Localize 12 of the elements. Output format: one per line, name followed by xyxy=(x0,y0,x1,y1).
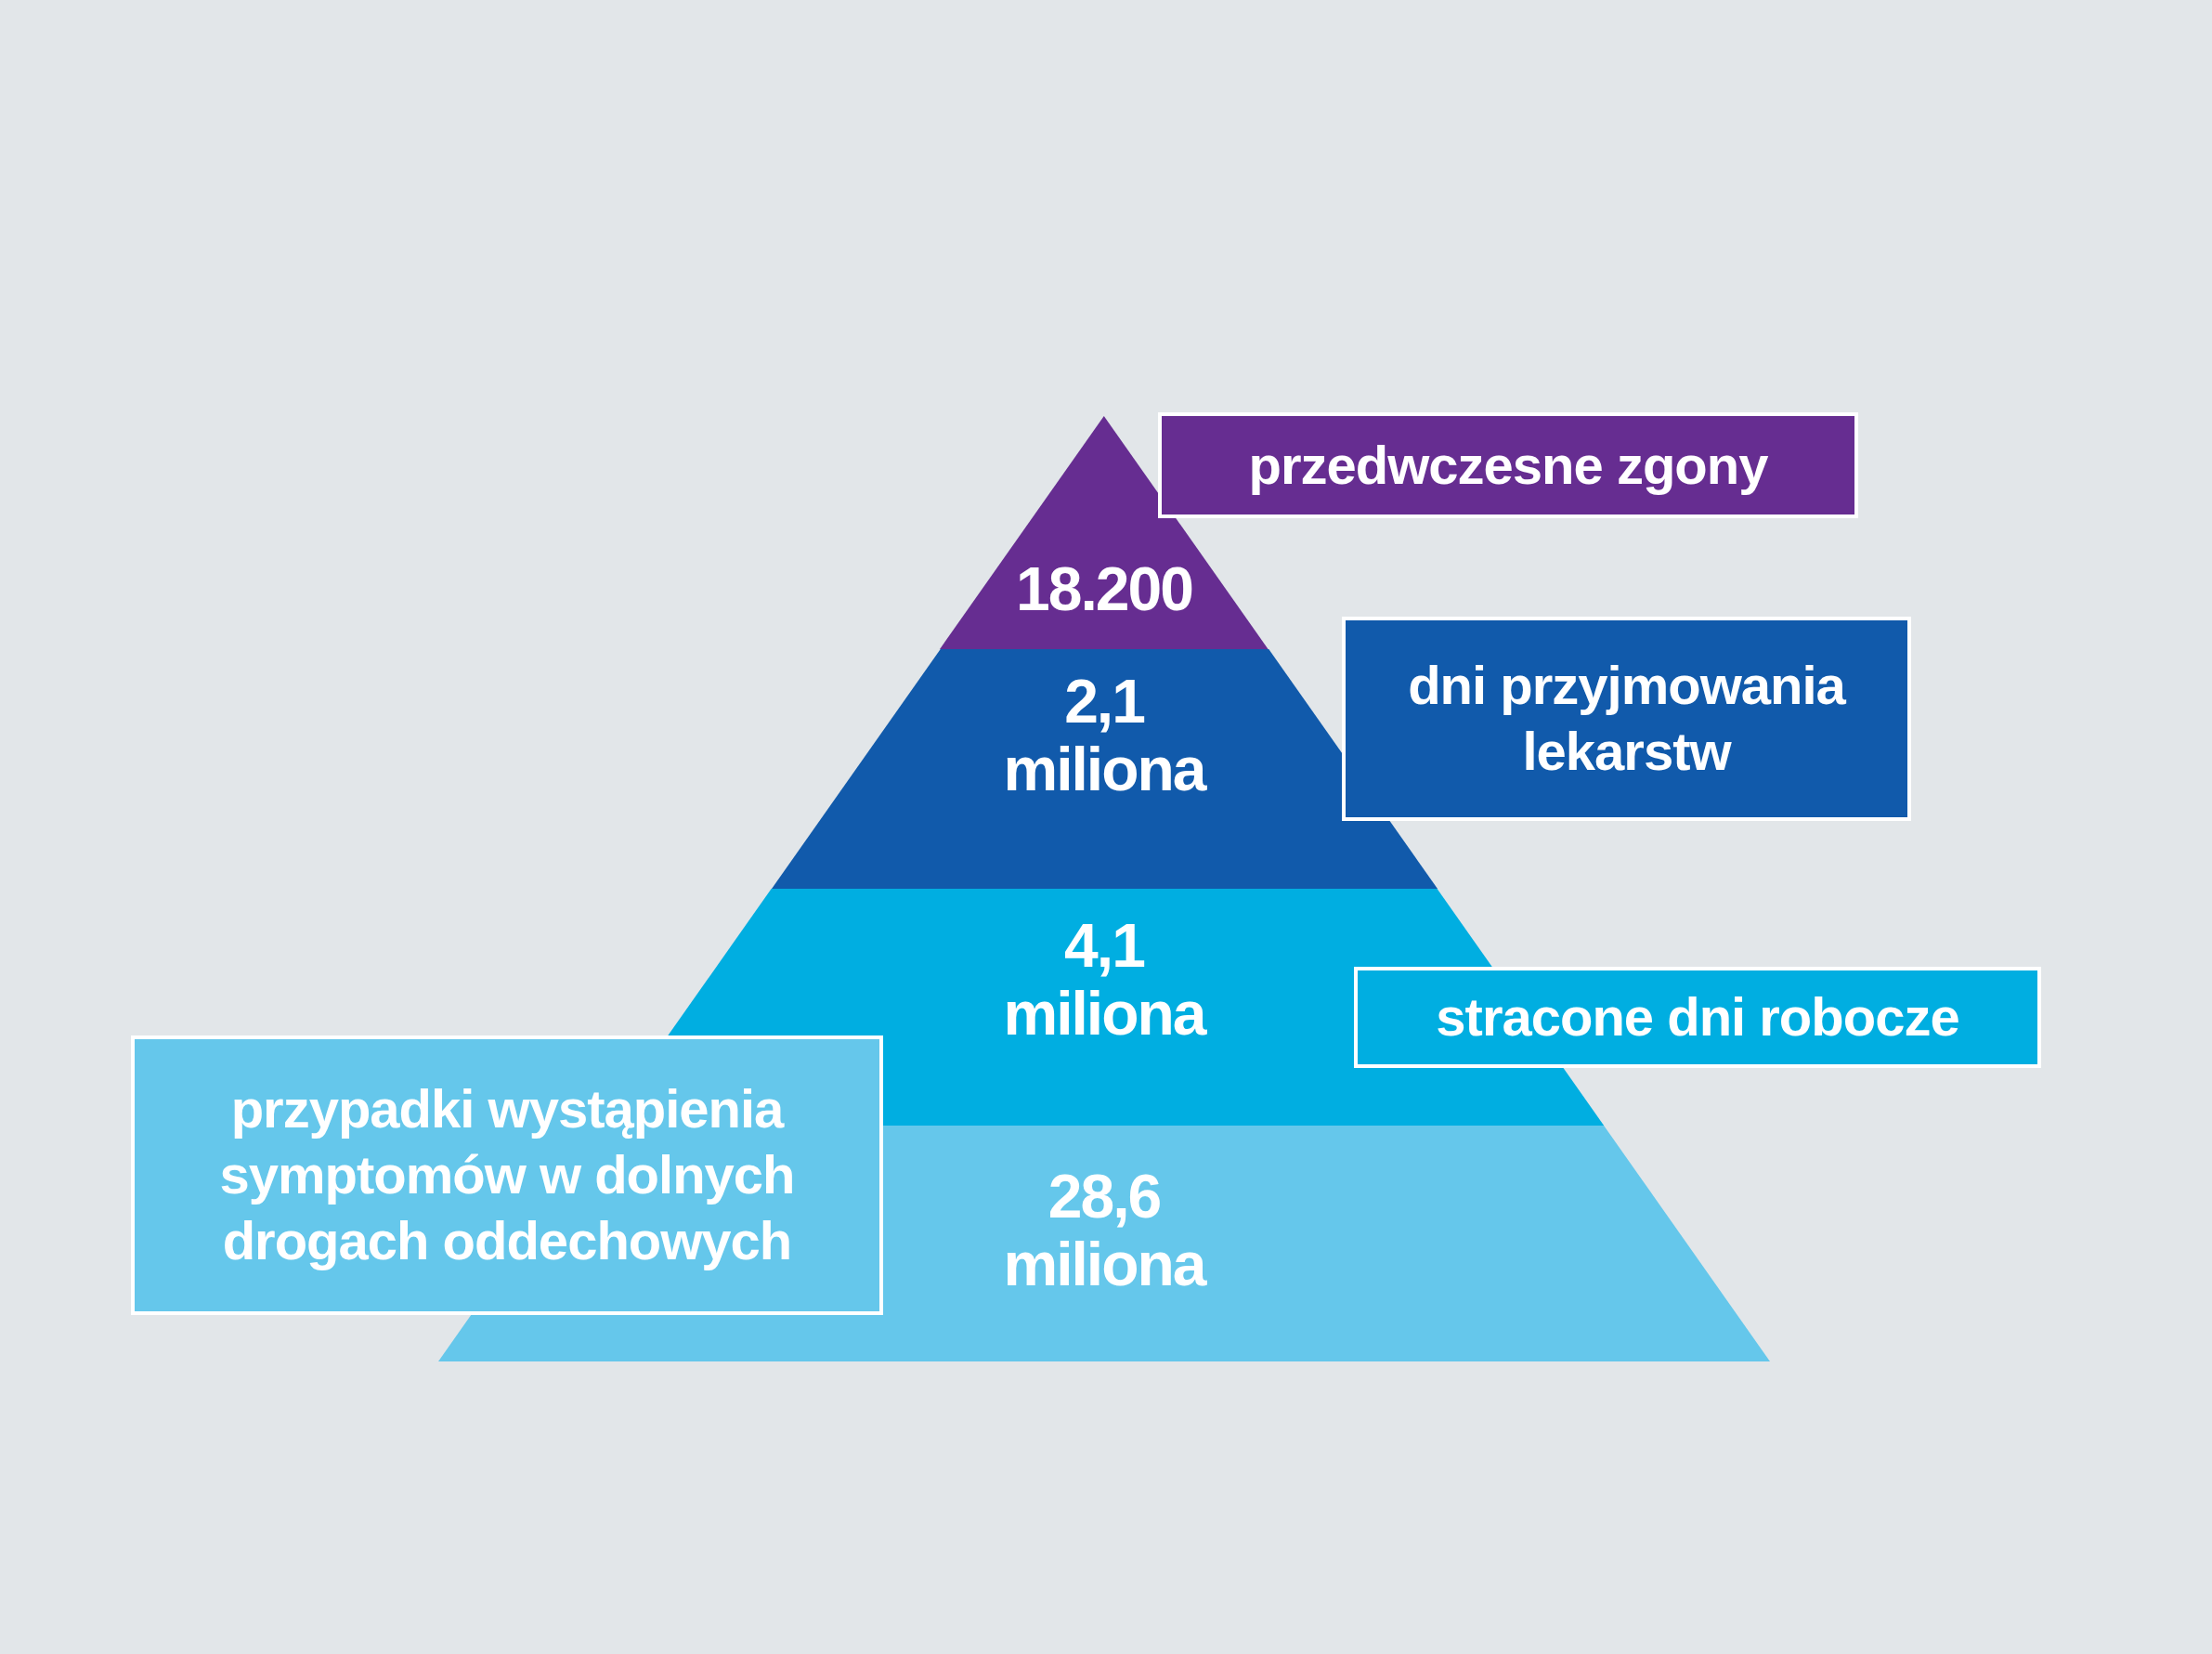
label-text: przypadki wystąpienia symptomów w dolnych drogach oddechowych xyxy=(218,1077,796,1272)
band-value: 18.200 xyxy=(1015,555,1193,623)
label-text: stracone dni robocze xyxy=(1436,985,1959,1049)
label-box xyxy=(131,1035,883,1315)
band-value: 2,1 miliona xyxy=(1002,668,1207,803)
label-box xyxy=(1342,617,1911,821)
band-value: 28,6 miliona xyxy=(1002,1163,1207,1298)
label-text: przedwczesne zgony xyxy=(1248,433,1768,497)
label-text: dni przyjmowania lekarstw xyxy=(1407,654,1847,783)
label-box xyxy=(1158,412,1858,518)
label-box xyxy=(1354,967,2041,1068)
band-value: 4,1 miliona xyxy=(1002,912,1207,1048)
